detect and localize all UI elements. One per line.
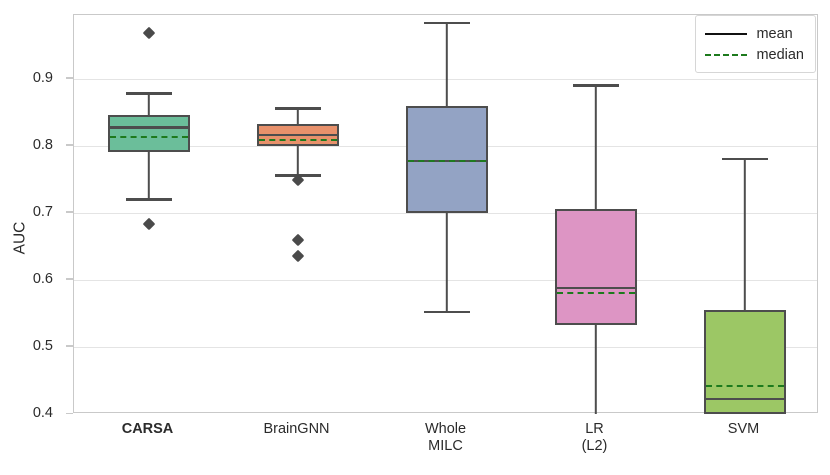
legend-item-mean[interactable]: mean	[705, 23, 804, 44]
mean-line	[256, 133, 339, 137]
plot-area	[73, 14, 818, 414]
y-axis-tick-label: 0.6	[32, 270, 53, 287]
y-axis-tick-mark	[66, 412, 73, 414]
box-svm	[703, 310, 786, 414]
legend-label: median	[756, 46, 804, 63]
mean-line	[554, 286, 637, 290]
y-axis-tick-mark	[66, 77, 73, 79]
outlier-marker	[142, 217, 155, 230]
outlier-marker	[291, 233, 304, 247]
box-lr-l2	[554, 209, 637, 326]
median-line	[705, 385, 784, 388]
mean-line	[703, 398, 786, 401]
box-carsa	[107, 114, 190, 153]
outlier-marker	[142, 26, 155, 40]
median-line	[407, 159, 486, 162]
whisker-cap-upper	[721, 157, 768, 161]
y-axis-tick-mark	[66, 144, 73, 146]
outlier-marker	[291, 250, 304, 263]
legend-item-median[interactable]: median	[705, 44, 804, 65]
legend-median-line-icon	[705, 50, 748, 60]
whisker-cap-upper	[572, 84, 619, 87]
whisker-cap-upper	[125, 92, 172, 95]
x-axis-tick-label-svm: SVM	[727, 421, 760, 437]
legend-mean-line-icon	[705, 29, 748, 39]
whisker-lower	[296, 145, 299, 176]
x-axis-tick-label-braingnn: BrainGNN	[263, 421, 330, 437]
x-axis-tick-label-lr-l2: LR (L2)	[581, 421, 608, 454]
y-axis-tick-label: 0.7	[32, 203, 53, 220]
median-line	[556, 291, 635, 294]
median-line	[258, 139, 337, 142]
y-axis-tick-label: 0.5	[32, 337, 53, 354]
whisker-cap-upper	[423, 21, 470, 25]
box-whole-milc	[405, 105, 488, 214]
x-axis-tick-label-whole-milc: Whole MILC	[424, 421, 467, 454]
y-axis-tick-mark	[66, 211, 73, 213]
whisker-upper	[147, 93, 150, 115]
y-axis-tick-label: 0.4	[32, 405, 53, 421]
whisker-cap-upper	[274, 106, 321, 110]
legend-label: mean	[756, 25, 793, 42]
y-axis-tick-group: 0.9 0.8 0.7 0.6 0.5 0.4	[0, 0, 73, 475]
whisker-lower	[147, 152, 150, 200]
y-axis-tick-label: 0.9	[32, 69, 53, 86]
y-axis-tick-label: 0.8	[32, 136, 53, 153]
whisker-upper	[594, 85, 597, 210]
whisker-cap-lower	[423, 310, 470, 314]
y-axis-tick-mark	[66, 278, 73, 280]
legend: mean median	[695, 15, 816, 73]
whisker-lower	[445, 213, 448, 313]
whisker-upper	[743, 159, 746, 311]
whisker-upper	[445, 23, 448, 106]
x-axis-tick-label-carsa: CARSA	[121, 421, 174, 437]
mean-line	[107, 126, 190, 129]
whisker-cap-lower	[125, 198, 172, 201]
median-line	[109, 136, 188, 139]
y-axis-tick-mark	[66, 345, 73, 347]
gridline-0.5	[74, 346, 817, 348]
whisker-lower	[594, 325, 597, 414]
whisker-upper	[296, 108, 299, 125]
